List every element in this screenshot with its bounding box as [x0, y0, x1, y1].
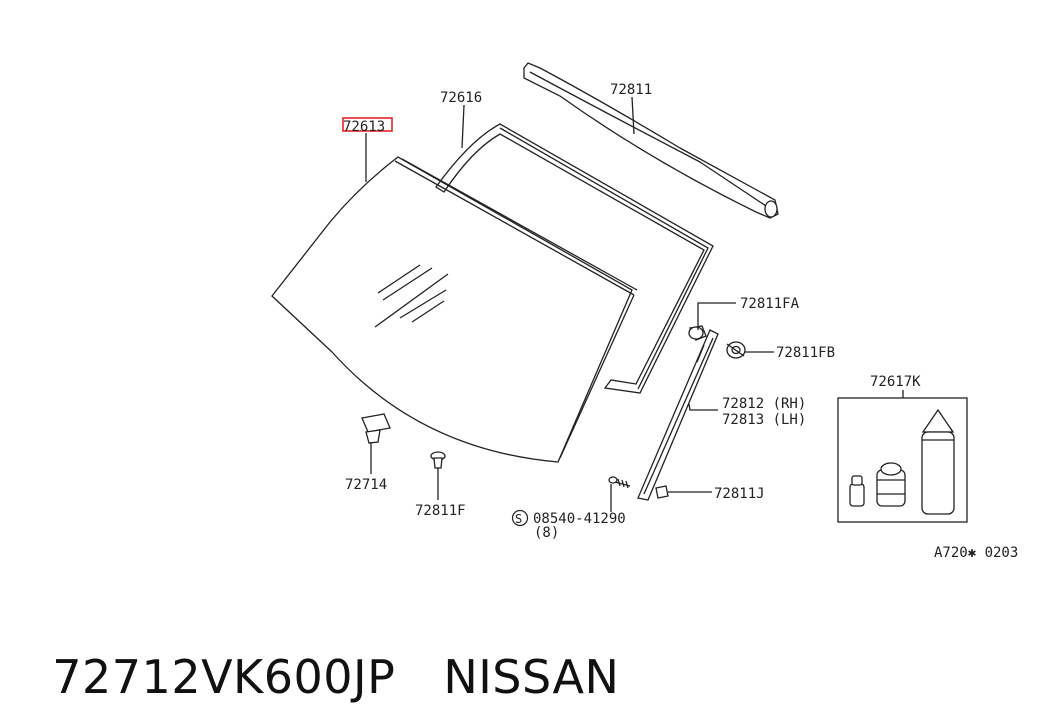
- fastener-72811f[interactable]: [430, 451, 446, 469]
- diagram-ref-code: A720✱ 0203: [934, 545, 1018, 561]
- label-72811fb[interactable]: 72811FB: [776, 345, 835, 361]
- label-72811f[interactable]: 72811F: [415, 503, 466, 519]
- label-08540-41290[interactable]: 08540-41290: [533, 511, 626, 527]
- label-72617k[interactable]: 72617K: [870, 374, 921, 390]
- label-72613[interactable]: 72613: [343, 119, 385, 135]
- label-72616[interactable]: 72616: [440, 90, 482, 106]
- side-moulding[interactable]: [637, 329, 719, 501]
- label-72812-rh[interactable]: 72812 (RH): [722, 396, 806, 412]
- highlight-box: [342, 117, 393, 132]
- label-72813-lh[interactable]: 72813 (LH): [722, 412, 806, 428]
- windshield-moulding[interactable]: [435, 123, 714, 394]
- top-seal-strip[interactable]: [523, 62, 779, 219]
- label-screw-qty: (8): [534, 525, 559, 541]
- label-72811j[interactable]: 72811J: [714, 486, 765, 502]
- label-72811[interactable]: 72811: [610, 82, 652, 98]
- footer-part-number: 72712VK600JP: [52, 650, 396, 704]
- footer-caption: 72712VK600JP NISSAN: [22, 596, 619, 704]
- screw-symbol: S: [515, 512, 522, 526]
- screw-08540[interactable]: [608, 476, 631, 489]
- adhesive-kit[interactable]: [837, 397, 968, 523]
- label-72714[interactable]: 72714: [345, 477, 387, 493]
- clip-72811fb[interactable]: [726, 341, 746, 359]
- parts-diagram: 72613 72616 72811 72811FA 72811FB 72812 …: [271, 62, 1018, 561]
- leader-lines: [365, 96, 904, 512]
- clip-72811j[interactable]: [655, 485, 669, 499]
- bracket-72714[interactable]: [361, 413, 391, 444]
- screw-symbol-circle: [511, 509, 529, 527]
- label-72811fa[interactable]: 72811FA: [740, 296, 800, 312]
- footer-brand: NISSAN: [443, 650, 620, 704]
- windshield-glass[interactable]: [271, 156, 638, 463]
